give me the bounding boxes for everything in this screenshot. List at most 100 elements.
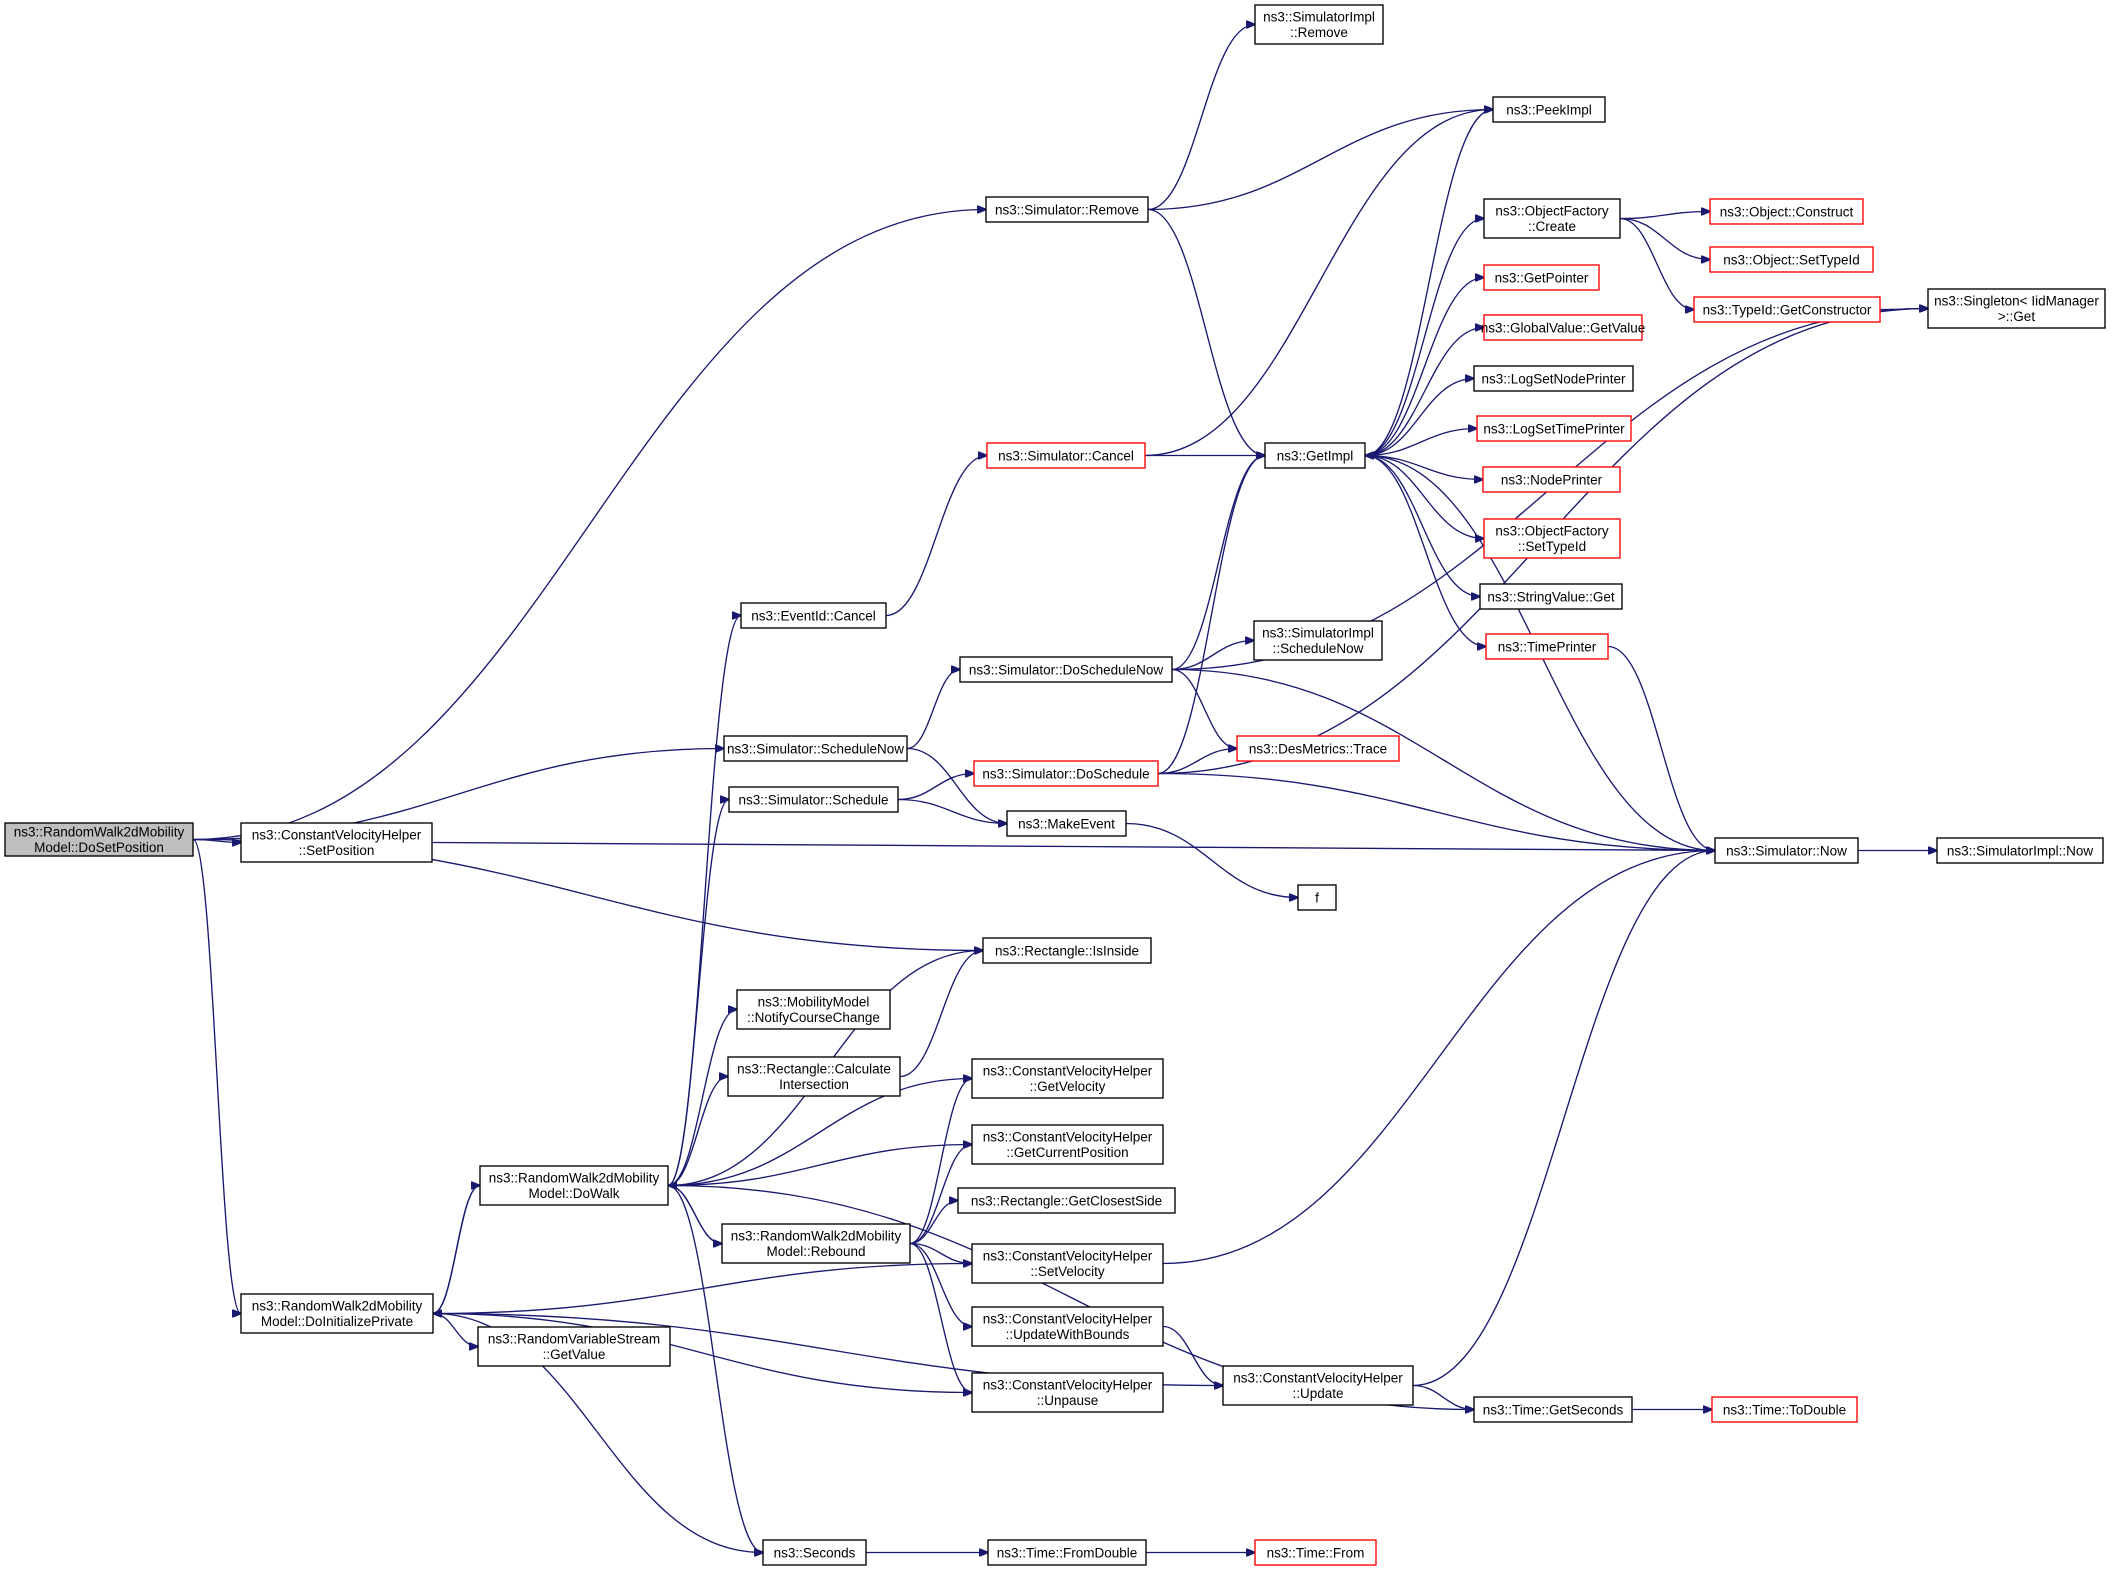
- edge-n37-to-n35: [667, 1079, 972, 1187]
- node-ns3-randomwalk2dmobility-model-dosetposition[interactable]: ns3::RandomWalk2dMobilityModel::DoSetPos…: [4, 822, 194, 857]
- edge-line: [668, 1186, 723, 1245]
- node-label: ns3::ConstantVelocityHelper: [983, 1312, 1153, 1327]
- node-ns3-singleton-iidmanager-get[interactable]: ns3::Singleton< IidManager>::Get: [1927, 288, 2106, 329]
- node-label: ns3::Time::GetSeconds: [1483, 1402, 1624, 1417]
- node-ns3-timeprinter[interactable]: ns3::TimePrinter: [1485, 633, 1609, 660]
- node-ns3-simulator-schedule[interactable]: ns3::Simulator::Schedule: [728, 786, 899, 813]
- edge-n1-to-n4: [192, 210, 986, 841]
- node-label: ns3::EventId::Cancel: [751, 608, 876, 623]
- node-label: ns3::DesMetrics::Trace: [1249, 741, 1387, 756]
- node-ns3-object-settypeid[interactable]: ns3::Object::SetTypeId: [1709, 246, 1874, 273]
- node-ns3-objectfactory-settypeid[interactable]: ns3::ObjectFactory::SetTypeId: [1483, 518, 1621, 559]
- edge-n44-to-n29: [1412, 851, 1715, 1387]
- node-ns3-simulatorimpl-now[interactable]: ns3::SimulatorImpl::Now: [1936, 837, 2104, 864]
- node-label: ns3::Time::From: [1267, 1545, 1365, 1560]
- node-box: [1297, 884, 1337, 911]
- node-box: [479, 1165, 669, 1206]
- node-ns3-simulator-remove[interactable]: ns3::Simulator::Remove: [985, 196, 1149, 223]
- node-ns3-constantvelocityhelper-updatewithbounds[interactable]: ns3::ConstantVelocityHelper::UpdateWithB…: [971, 1306, 1164, 1347]
- node-label: ns3::Simulator::ScheduleNow: [727, 741, 904, 756]
- edge-n26-to-n25: [897, 774, 974, 801]
- edge-n39-to-n45: [909, 1242, 972, 1393]
- node-ns3-time-from[interactable]: ns3::Time::From: [1254, 1539, 1377, 1566]
- node-ns3-simulator-doschedulenow[interactable]: ns3::Simulator::DoScheduleNow: [959, 656, 1173, 683]
- edge-line: [885, 456, 987, 617]
- edge-n15-to-n8: [1364, 278, 1484, 457]
- node-ns3-seconds[interactable]: ns3::Seconds: [762, 1539, 867, 1566]
- edge-line: [1364, 429, 1477, 457]
- node-label: ::SetPosition: [299, 843, 375, 858]
- node-ns3-eventid-cancel[interactable]: ns3::EventId::Cancel: [740, 602, 887, 629]
- edge-line: [1619, 217, 1694, 310]
- node-ns3-simulator-doschedule[interactable]: ns3::Simulator::DoSchedule: [973, 760, 1159, 787]
- edge-n21-to-n15: [1171, 456, 1265, 671]
- edge-line: [1364, 110, 1493, 457]
- edge-n37-to-n36: [667, 1145, 972, 1187]
- edge-n37-to-n33: [667, 1010, 737, 1187]
- node-ns3-logsetnodeprinter[interactable]: ns3::LogSetNodePrinter: [1473, 365, 1634, 392]
- node-ns3-constantvelocityhelper-setposition[interactable]: ns3::ConstantVelocityHelper::SetPosition: [240, 822, 433, 863]
- node-ns3-desmetrics-trace[interactable]: ns3::DesMetrics::Trace: [1236, 735, 1400, 762]
- node-box: [987, 1539, 1147, 1566]
- node-ns3-time-getseconds[interactable]: ns3::Time::GetSeconds: [1473, 1396, 1633, 1423]
- node-ns3-nodeprinter[interactable]: ns3::NodePrinter: [1482, 466, 1621, 493]
- edge-line: [1364, 454, 1480, 597]
- edge-line: [432, 1264, 972, 1315]
- node-ns3-objectfactory-create[interactable]: ns3::ObjectFactory::Create: [1483, 198, 1621, 239]
- node-ns3-simulatorimpl-remove[interactable]: ns3::SimulatorImpl::Remove: [1254, 4, 1384, 45]
- node-ns3-constantvelocityhelper-unpause[interactable]: ns3::ConstantVelocityHelper::Unpause: [971, 1372, 1164, 1413]
- node-label: ns3::ConstantVelocityHelper: [1233, 1371, 1403, 1386]
- node-ns3-object-construct[interactable]: ns3::Object::Construct: [1709, 198, 1864, 225]
- node-ns3-simulator-schedulenow[interactable]: ns3::Simulator::ScheduleNow: [723, 735, 908, 762]
- edge-n1-to-n41: [192, 838, 241, 1314]
- edge-line: [1619, 212, 1710, 220]
- node-box: [985, 196, 1149, 223]
- node-box: [1006, 810, 1127, 837]
- node-ns3-rectangle-isinside[interactable]: ns3::Rectangle::IsInside: [982, 937, 1152, 964]
- node-ns3-simulatorimpl-schedulenow[interactable]: ns3::SimulatorImpl::ScheduleNow: [1253, 620, 1383, 661]
- node-ns3-makeevent[interactable]: ns3::MakeEvent: [1006, 810, 1127, 837]
- node-box: [240, 1293, 434, 1334]
- edge-n25-to-n24: [1157, 749, 1237, 775]
- node-ns3-time-todouble[interactable]: ns3::Time::ToDouble: [1711, 1396, 1858, 1423]
- node-box: [762, 1539, 867, 1566]
- node-ns3-constantvelocityhelper-update[interactable]: ns3::ConstantVelocityHelper::Update: [1222, 1365, 1414, 1406]
- edge-line: [431, 841, 1715, 851]
- node-ns3-simulator-now[interactable]: ns3::Simulator::Now: [1714, 837, 1859, 864]
- node-ns3-constantvelocityhelper-getvelocity[interactable]: ns3::ConstantVelocityHelper::GetVelocity: [971, 1058, 1164, 1099]
- node-ns3-stringvalue-get[interactable]: ns3::StringValue::Get: [1479, 583, 1623, 610]
- node-box: [1492, 96, 1606, 123]
- node-ns3-typeid-getconstructor[interactable]: ns3::TypeId::GetConstructor: [1693, 296, 1881, 323]
- edge-n23-to-n21: [906, 670, 960, 750]
- node-ns3-randomvariablestream-getvalue[interactable]: ns3::RandomVariableStream::GetValue: [477, 1326, 671, 1367]
- node-label: ns3::RandomWalk2dMobility: [14, 825, 185, 840]
- node-label: ns3::ConstantVelocityHelper: [983, 1064, 1153, 1079]
- node-ns3-mobilitymodel-notifycoursechange[interactable]: ns3::MobilityModel::NotifyCourseChange: [736, 989, 891, 1030]
- node-ns3-rectangle-getclosestside[interactable]: ns3::Rectangle::GetClosestSide: [957, 1187, 1176, 1214]
- node-ns3-logsettimeprinter[interactable]: ns3::LogSetTimePrinter: [1476, 415, 1632, 442]
- node-box: [971, 1243, 1164, 1284]
- edge-line: [1619, 217, 1710, 260]
- node-label: ns3::SimulatorImpl::Now: [1947, 843, 2094, 858]
- node-box: [1485, 633, 1609, 660]
- node-ns3-getpointer[interactable]: ns3::GetPointer: [1483, 264, 1600, 291]
- node-f[interactable]: f: [1297, 884, 1337, 911]
- edge-line: [667, 800, 729, 1187]
- node-ns3-constantvelocityhelper-setvelocity[interactable]: ns3::ConstantVelocityHelper::SetVelocity: [971, 1243, 1164, 1284]
- edge-line: [667, 1077, 728, 1187]
- node-label: ::GetValue: [543, 1347, 606, 1362]
- edge-line: [1144, 110, 1493, 457]
- node-ns3-simulator-cancel[interactable]: ns3::Simulator::Cancel: [986, 442, 1146, 469]
- node-ns3-time-fromdouble[interactable]: ns3::Time::FromDouble: [987, 1539, 1147, 1566]
- node-ns3-peekimpl[interactable]: ns3::PeekImpl: [1492, 96, 1606, 123]
- node-ns3-constantvelocityhelper-getcurrentposition[interactable]: ns3::ConstantVelocityHelper::GetCurrentP…: [971, 1124, 1164, 1165]
- node-ns3-globalvalue-getvalue[interactable]: ns3::GlobalValue::GetValue: [1481, 314, 1646, 341]
- node-box: [1473, 1396, 1633, 1423]
- node-ns3-getimpl[interactable]: ns3::GetImpl: [1264, 442, 1366, 469]
- node-ns3-randomwalk2dmobility-model-doinitializeprivate[interactable]: ns3::RandomWalk2dMobilityModel::DoInitia…: [240, 1293, 434, 1334]
- edge-line: [667, 1184, 763, 1553]
- node-box: [971, 1372, 1164, 1413]
